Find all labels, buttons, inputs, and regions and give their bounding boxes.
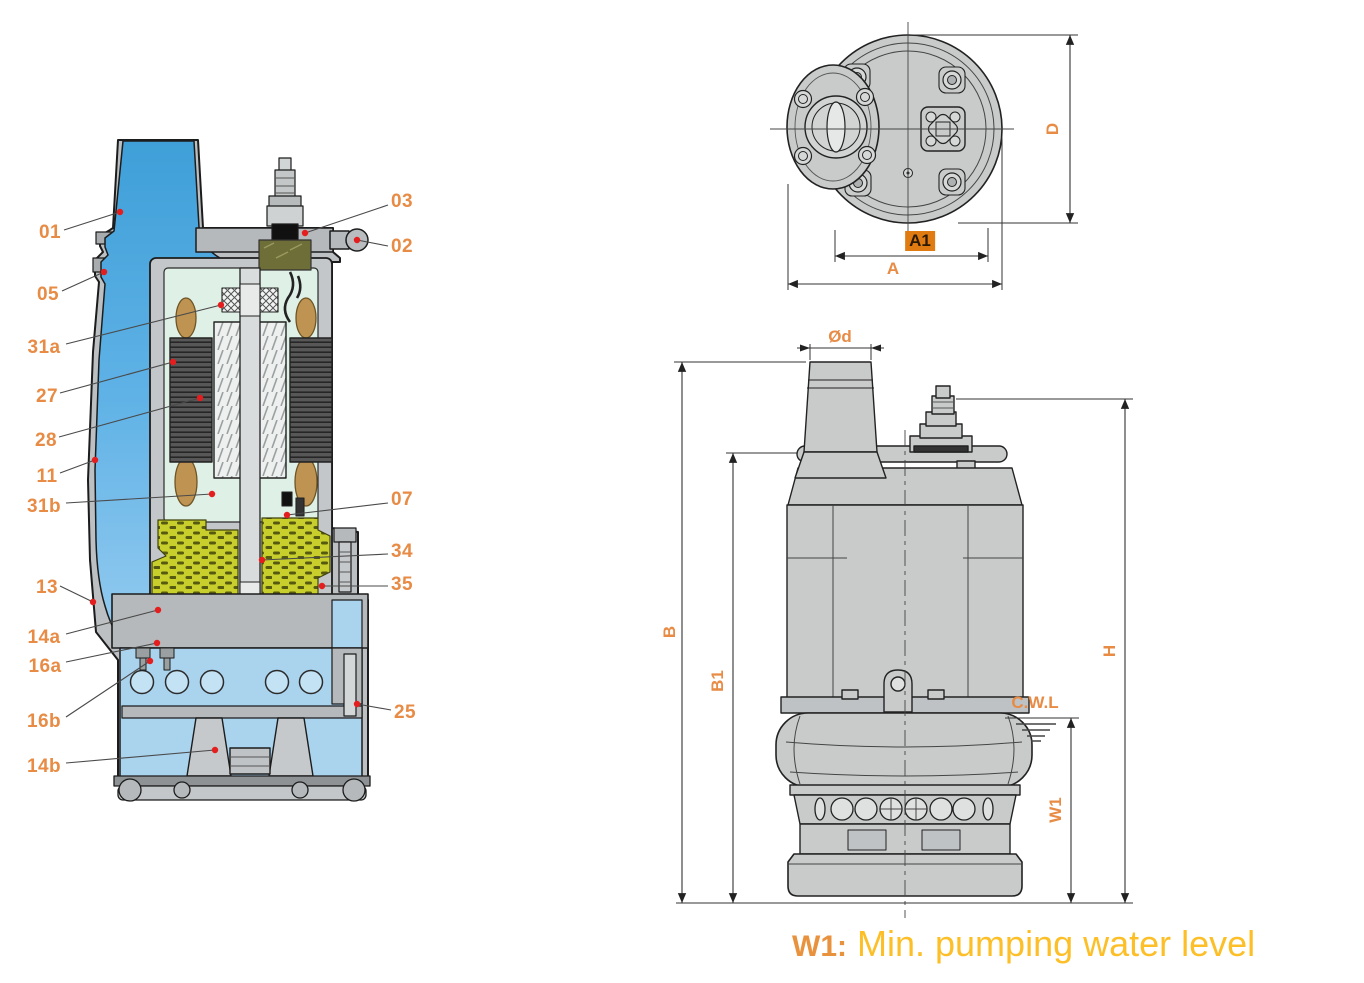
leader-dot-28 <box>196 394 204 402</box>
stud-bolt <box>333 527 357 593</box>
leader-line-28 <box>58 397 201 438</box>
leader-line-14a <box>65 609 159 635</box>
leader-dot-07 <box>283 511 291 519</box>
upper-bearing <box>221 283 279 317</box>
leader-line-01 <box>63 211 121 231</box>
leader-dot-13 <box>89 598 97 606</box>
water-level-symbol <box>1016 723 1056 742</box>
strainer-holes <box>129 669 324 695</box>
leader-line-07 <box>286 502 389 516</box>
impeller <box>186 717 314 777</box>
cable-wires <box>283 271 302 323</box>
pump-side-view <box>674 344 1133 918</box>
leader-line-34 <box>261 553 389 561</box>
side-view-dimensions <box>674 344 1133 904</box>
leader-dot-35 <box>318 582 326 590</box>
leader-dot-31b <box>208 490 216 498</box>
top-view-dimensions <box>787 34 1078 290</box>
suction-flange <box>786 64 880 190</box>
valve-lens <box>826 101 846 153</box>
base-plate-dark <box>113 775 371 787</box>
leader-dot-16b <box>146 657 154 665</box>
leader-dot-02 <box>353 236 361 244</box>
side-discharge-pipe <box>794 361 887 479</box>
leader-line-02 <box>356 239 389 247</box>
seal-housing <box>111 593 369 649</box>
leader-line-31a <box>65 304 222 345</box>
leader-line-31b <box>65 493 213 504</box>
leader-dot-03 <box>301 229 309 237</box>
leader-line-05 <box>61 271 105 292</box>
wear-pin <box>343 653 357 717</box>
part-annotations <box>58 204 392 764</box>
leader-line-03 <box>304 204 389 234</box>
side-cable-gland <box>909 385 973 453</box>
base-plate <box>117 785 367 801</box>
water-pocket-right <box>331 599 363 649</box>
leader-line-27 <box>59 361 174 394</box>
leader-dot-31a <box>217 301 225 309</box>
leader-line-13 <box>59 585 94 603</box>
leader-dot-14a <box>154 606 162 614</box>
leader-dot-16a <box>153 639 161 647</box>
leader-dot-14b <box>211 746 219 754</box>
caption: W1: Min. pumping water level <box>792 923 1255 965</box>
base-feet <box>118 778 366 802</box>
leader-line-25 <box>356 703 392 711</box>
cable-gland <box>258 157 312 271</box>
pump-top-view <box>770 22 1078 290</box>
leader-dot-34 <box>258 556 266 564</box>
side-strainer-holes <box>814 797 994 821</box>
leader-line-16a <box>65 642 158 663</box>
leader-dot-25 <box>353 700 361 708</box>
leader-line-14b <box>65 749 216 764</box>
stator-right <box>289 337 333 463</box>
caption-text: Min. pumping water level <box>847 923 1256 964</box>
leader-line-16b <box>65 660 151 718</box>
caption-w1-prefix: W1: <box>792 930 847 963</box>
leader-dot-11 <box>91 456 99 464</box>
leader-dot-01 <box>116 208 124 216</box>
suction-plate <box>121 705 363 719</box>
leader-dot-05 <box>100 268 108 276</box>
leader-line-11 <box>59 459 96 474</box>
pump-cross-section <box>87 139 371 802</box>
oil-chamber-left <box>151 519 239 599</box>
leader-dot-27 <box>169 358 177 366</box>
